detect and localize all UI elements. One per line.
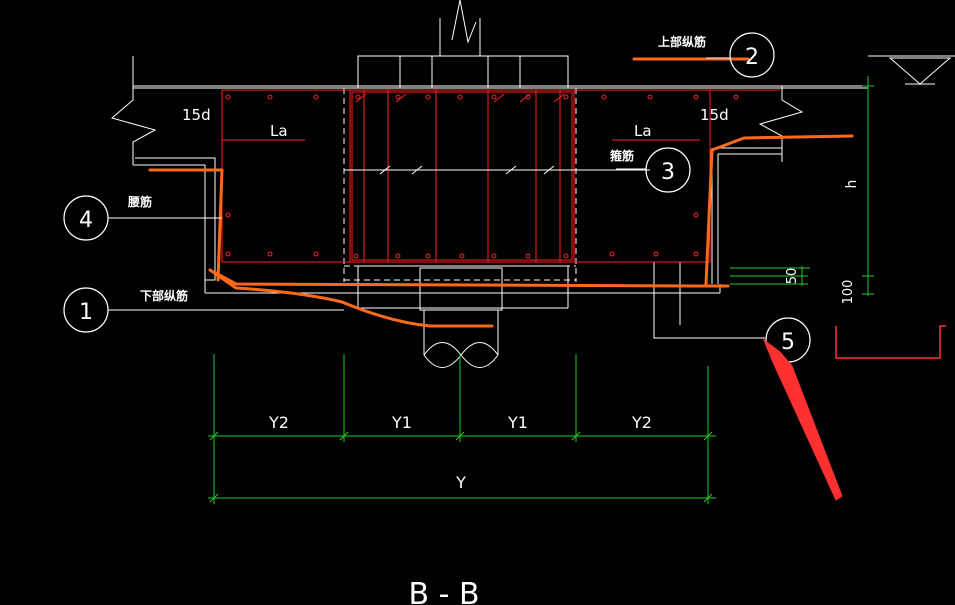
column-dashed-lines: [343, 88, 577, 282]
callout-1-circle: [63, 287, 109, 333]
callout-2: 2 上部纵筋: [658, 32, 775, 78]
rebar-dots: [225, 94, 739, 259]
dim-segment-1: Y2: [268, 413, 289, 432]
callout-1-label: 下部纵筋: [140, 288, 188, 303]
stirrup-ties: [344, 165, 650, 175]
callout-4-number: 4: [79, 208, 93, 233]
pile-icon: [423, 310, 499, 368]
height-dim-label: h: [844, 180, 860, 189]
section-title: B - B: [408, 577, 479, 605]
arrow-pointer-icon: [762, 338, 843, 501]
right-hook-label: 15d: [700, 106, 729, 124]
left-hook-label: 15d: [182, 106, 211, 124]
callout-3-label: 箍筋: [609, 148, 634, 163]
callout-1-number: 1: [79, 300, 93, 325]
dim-50-label: 50: [785, 268, 800, 285]
ground-level-triangle-icon: [888, 57, 952, 85]
callout-leaders: [108, 57, 765, 339]
dimensions-green: [208, 76, 874, 504]
callout-4: 4 腰筋: [63, 194, 152, 241]
dim-segment-4: Y2: [631, 413, 652, 432]
callout-4-circle: [63, 195, 109, 241]
callout-5-number: 5: [781, 330, 795, 355]
dim-segment-2: Y1: [391, 413, 412, 432]
dim-100-label: 100: [841, 280, 856, 305]
dimension-ticks: [209, 431, 713, 503]
callout-3-circle: [645, 147, 691, 193]
red-bracket: [835, 325, 946, 359]
callout-2-circle: [729, 32, 775, 78]
callout-1: 1 下部纵筋: [63, 287, 188, 333]
callout-3-number: 3: [661, 160, 675, 185]
callout-2-number: 2: [745, 45, 759, 70]
rebar-red: [221, 89, 780, 263]
left-la-label: La: [270, 122, 288, 140]
dim-total: Y: [455, 473, 466, 492]
right-la-label: La: [634, 122, 652, 140]
callout-3: 3 箍筋: [609, 147, 691, 193]
callout-4-label: 腰筋: [127, 194, 152, 209]
callout-2-label: 上部纵筋: [658, 34, 706, 49]
orange-highlights: [148, 57, 854, 328]
dim-segment-3: Y1: [507, 413, 528, 432]
